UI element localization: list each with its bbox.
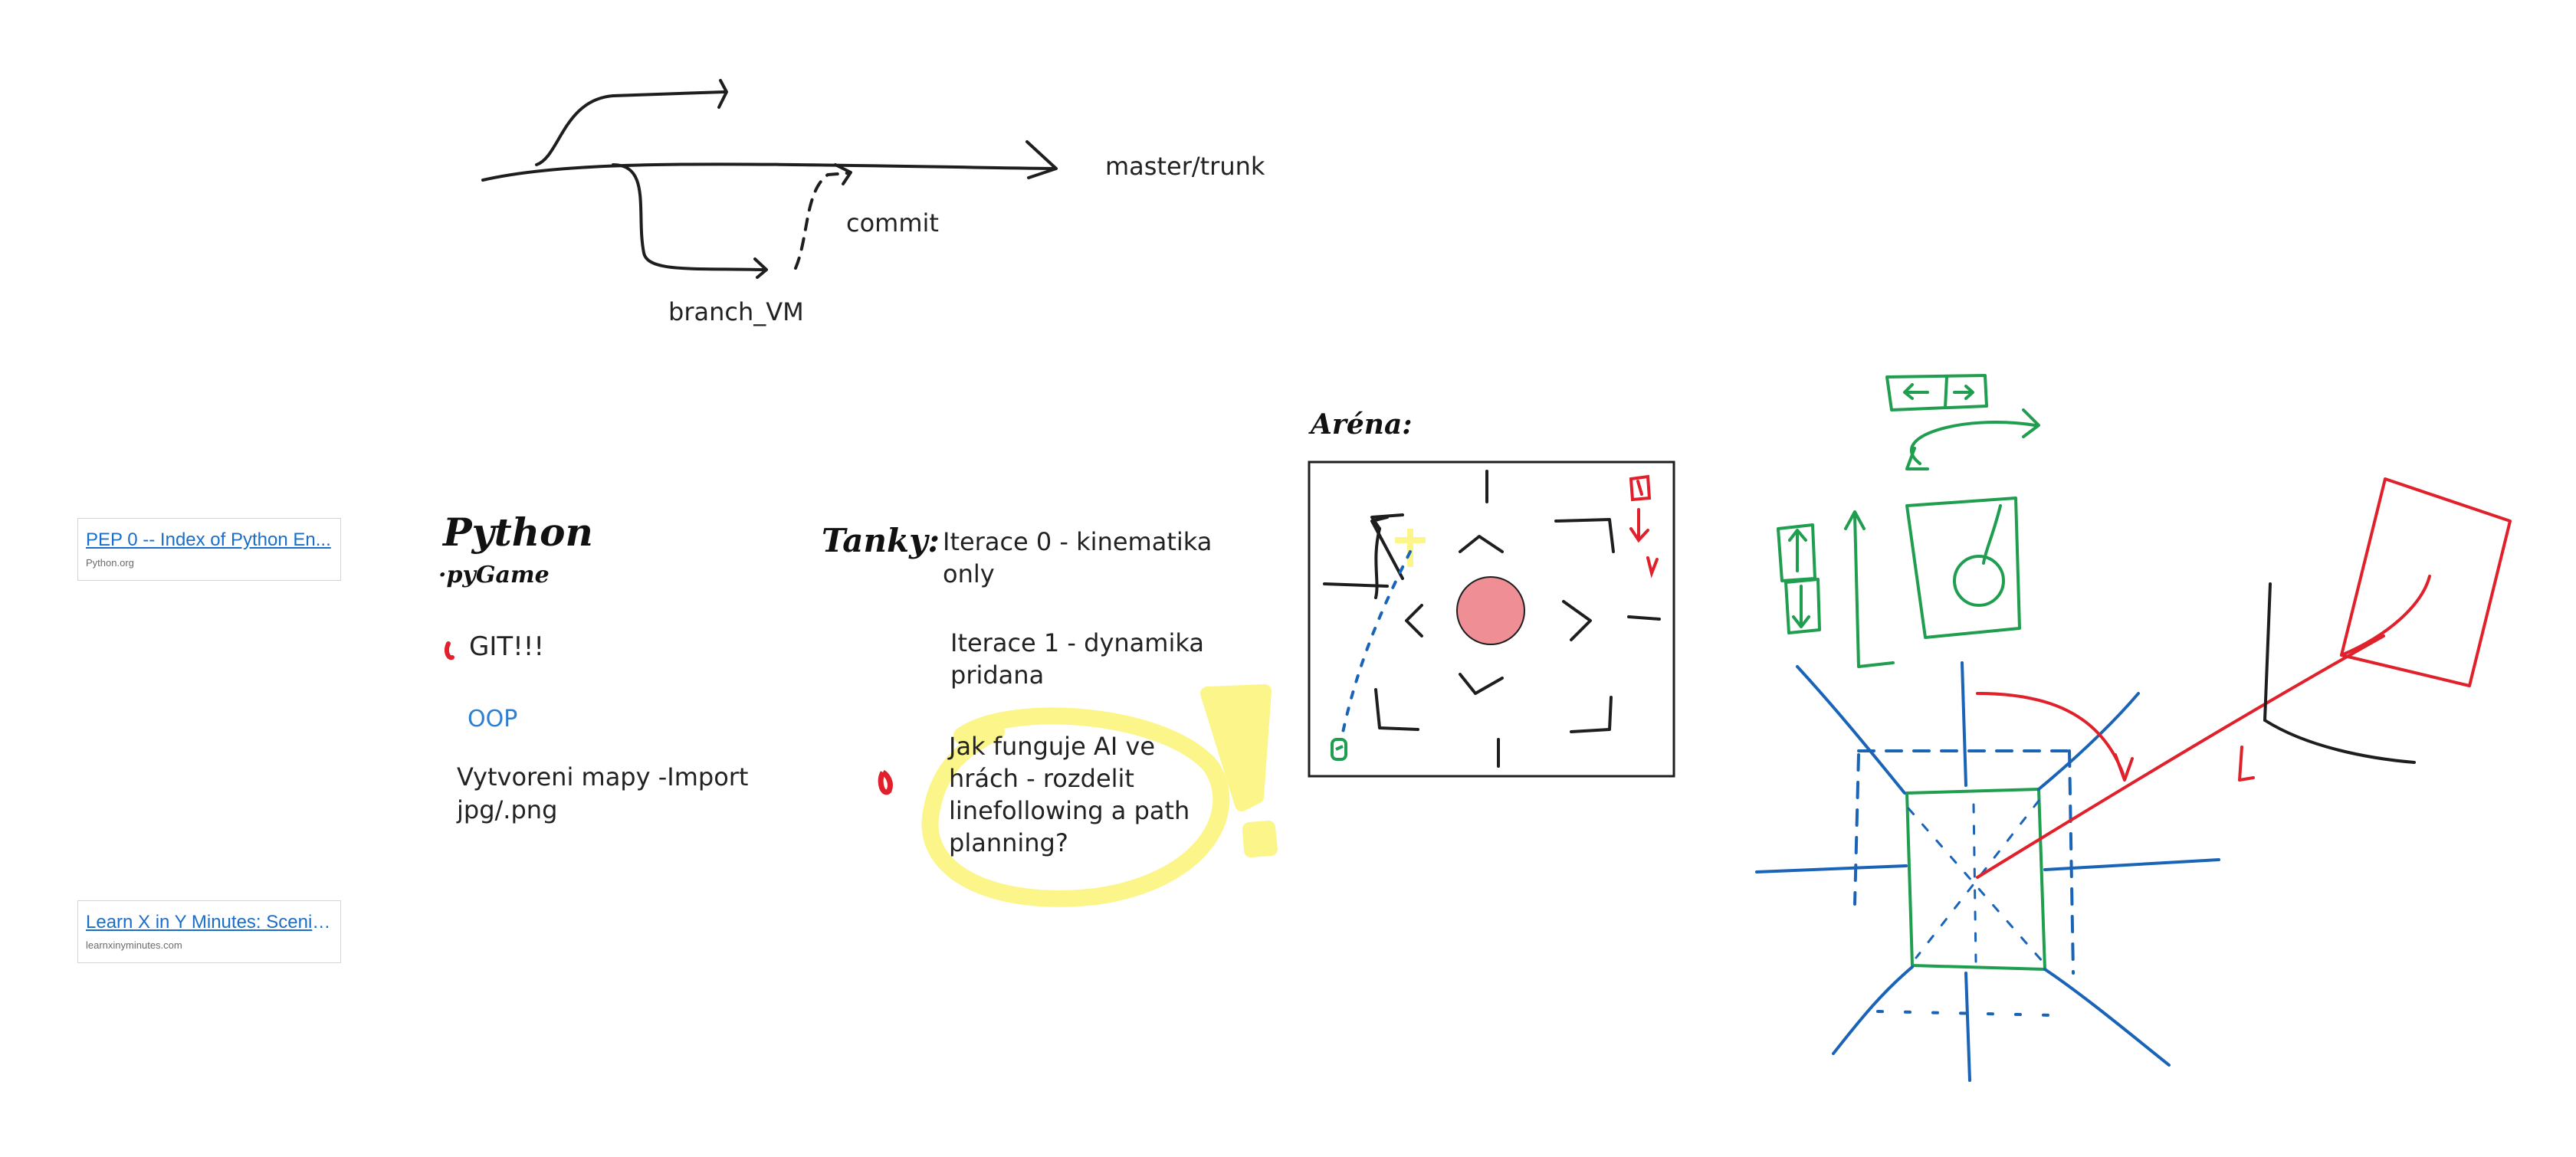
link-domain: Python.org	[86, 557, 134, 569]
commit-arrowhead	[834, 163, 852, 185]
link-card-learnxiny[interactable]: Learn X in Y Minutes: Scenic ... learnxi…	[77, 900, 341, 963]
git-note: GIT!!!	[469, 631, 544, 662]
updown-keys	[1777, 523, 1821, 634]
link-domain: learnxinyminutes.com	[86, 939, 182, 951]
pygame-subtitle: ·pyGame	[438, 562, 550, 588]
blue-perspective-lines	[1755, 661, 2220, 1082]
rotate-arrow	[1905, 408, 2040, 470]
highlighter-circle	[921, 707, 1230, 907]
arena-walls	[1323, 470, 1661, 768]
green-start-marker	[1331, 738, 1347, 761]
python-title: Python	[441, 510, 593, 555]
upper-branch	[535, 90, 726, 166]
lower-branch-arrowhead	[753, 257, 768, 279]
map-import-note: Vytvoreni mapy -Import	[457, 762, 748, 792]
red-bullet	[444, 641, 454, 660]
arena-title: Aréna:	[1308, 408, 1413, 441]
trunk-line	[481, 162, 1055, 182]
commit-dashed	[794, 172, 848, 270]
ai-line1: Jak funguje AI ve	[947, 732, 1155, 761]
arena-frame	[1308, 461, 1675, 778]
arrow-keys-box	[1885, 374, 1988, 411]
iter0-line2: only	[943, 559, 995, 588]
ai-line4: planning?	[949, 828, 1068, 857]
blue-dotted-path	[1340, 550, 1412, 741]
link-card-pep0[interactable]: PEP 0 -- Index of Python En... Python.or…	[77, 518, 341, 581]
tanks-title: Tanky:	[822, 522, 940, 559]
ai-line2: hrách - rozdelit	[949, 764, 1134, 793]
yellow-tank-marker	[1395, 529, 1426, 567]
red-projection-sketch	[1976, 477, 2512, 879]
black-axis-sketch	[2263, 582, 2416, 764]
master-trunk-label: master/trunk	[1105, 152, 1265, 181]
iter0-line1: Iterace 0 - kinematika	[943, 527, 1212, 556]
upper-branch-arrowhead	[717, 79, 728, 109]
map-import-note-2: jpg/.png	[456, 795, 557, 824]
trunk-arrowhead	[1025, 140, 1058, 179]
commit-label: commit	[846, 208, 939, 238]
iter1-line2: pridana	[950, 660, 1044, 690]
arena-center-obstacle	[1456, 576, 1525, 645]
ai-line3: linefollowing a path	[949, 796, 1190, 825]
vertical-arrow	[1844, 510, 1895, 668]
red-target-marker	[1629, 474, 1659, 578]
lower-branch	[612, 163, 764, 271]
green-tank-sketch	[1777, 374, 2046, 971]
iter1-line1: Iterace 1 - dynamika	[950, 628, 1204, 657]
oop-note: OOP	[468, 706, 517, 733]
red-bullet-ai	[878, 769, 893, 795]
git-branch-diagram	[481, 79, 1058, 279]
turret-box	[1905, 497, 2021, 639]
branch-label: branch_VM	[668, 297, 804, 326]
highlighter-exclamation	[1200, 684, 1278, 857]
